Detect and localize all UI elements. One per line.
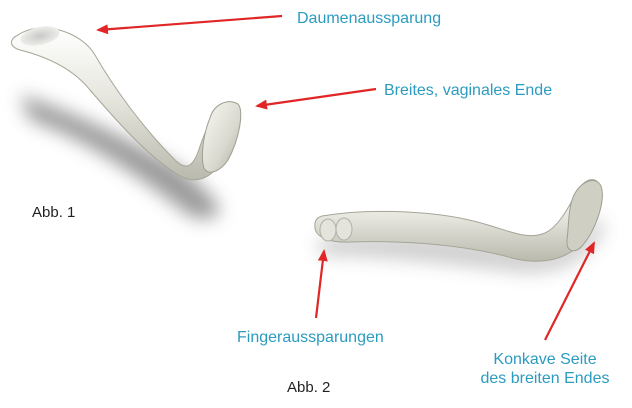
instrument-figure-1: [11, 23, 240, 219]
arrow-finger-recesses: [316, 251, 324, 318]
finger-recess-1: [320, 219, 336, 241]
label-concave-side: Konkave Seite des breiten Endes: [470, 350, 620, 388]
label-concave-side-line-2: des breiten Endes: [470, 369, 620, 388]
arrow-thumb-recess: [98, 16, 282, 30]
wide-vaginal-end-blade: [202, 102, 240, 172]
caption-figure-1: Abb. 1: [32, 203, 75, 222]
label-concave-side-line-1: Konkave Seite: [470, 350, 620, 369]
label-thumb-recess: Daumenaussparung: [297, 9, 441, 28]
caption-figure-2: Abb. 2: [287, 378, 330, 397]
arrow-wide-vaginal-end: [257, 89, 376, 106]
label-finger-recesses: Fingeraussparungen: [237, 328, 384, 347]
finger-recess-2: [336, 218, 352, 240]
instrument-figure-2: [315, 180, 604, 273]
label-wide-vaginal-end: Breites, vaginales Ende: [384, 81, 552, 100]
